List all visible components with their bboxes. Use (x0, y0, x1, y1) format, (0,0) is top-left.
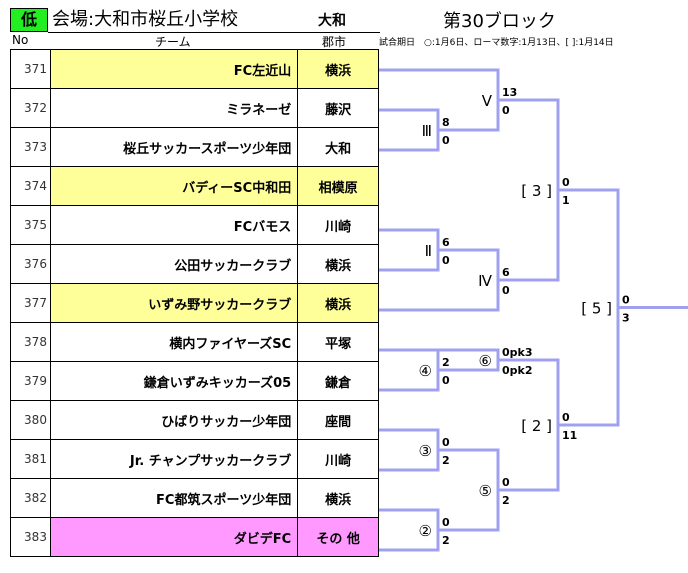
schedule-note: 試合期日 ○:1月6日、ローマ数字:1月13日、[ ]:1月14日 (379, 38, 614, 48)
match-label: ② (419, 522, 432, 540)
match-label: [ 3 ] (521, 182, 552, 200)
team-number: 382 (10, 478, 51, 518)
match-label: Ⅲ (422, 122, 432, 140)
team-number: 372 (10, 88, 51, 128)
match-label: ⑥ (479, 352, 492, 370)
score-top: 6 (442, 236, 450, 249)
team-city: 川崎 (297, 205, 379, 245)
team-name: FC都筑スポーツ少年団 (49, 478, 299, 518)
team-name: ダビデFC (49, 517, 299, 557)
team-city: その 他 (297, 517, 379, 557)
title-underline (48, 32, 380, 33)
team-city: 鎌倉 (297, 361, 379, 401)
score-bottom: 3 (622, 312, 630, 325)
team-number: 374 (10, 166, 51, 206)
match-label: Ⅴ (482, 92, 493, 110)
team-number: 383 (10, 517, 51, 557)
score-top: 0 (442, 516, 450, 529)
team-name: 公田サッカークラブ (49, 244, 299, 284)
team-city: 座間 (297, 400, 379, 440)
score-bottom: 2 (442, 534, 450, 547)
team-name: 鎌倉いずみキッカーズ05 (49, 361, 299, 401)
score-top: 2 (442, 356, 450, 369)
team-name: 横内ファイヤーズSC (49, 322, 299, 362)
score-bottom: 0 (502, 284, 510, 297)
score-bottom: 2 (502, 494, 510, 507)
team-city: 藤沢 (297, 88, 379, 128)
match-label: [ 5 ] (581, 300, 612, 318)
score-bottom: 2 (442, 454, 450, 467)
score-top: 0 (562, 411, 570, 424)
team-number: 371 (10, 49, 51, 89)
score-top: 0 (622, 294, 630, 307)
match-label: Ⅱ (425, 242, 432, 260)
team-city: 大和 (297, 127, 379, 167)
score-top: 0pk3 (502, 346, 533, 359)
score-bottom: 11 (562, 429, 577, 442)
match-label: ③ (419, 442, 432, 460)
score-top: 8 (442, 116, 450, 129)
team-name: FC左近山 (49, 49, 299, 89)
team-number: 375 (10, 205, 51, 245)
team-number: 381 (10, 439, 51, 479)
score-top: 0 (562, 176, 570, 189)
team-city: 横浜 (297, 283, 379, 323)
team-number: 376 (10, 244, 51, 284)
team-name: いずみ野サッカークラブ (49, 283, 299, 323)
column-header-no: No (12, 33, 29, 47)
team-city: 川崎 (297, 439, 379, 479)
team-name: FCバモス (49, 205, 299, 245)
team-number: 380 (10, 400, 51, 440)
team-name: バディーSC中和田 (49, 166, 299, 206)
score-bottom: 0 (442, 134, 450, 147)
column-header-team: チーム (155, 35, 191, 49)
match-label: [ 2 ] (521, 417, 552, 435)
team-city: 平塚 (297, 322, 379, 362)
team-city: 横浜 (297, 49, 379, 89)
score-bottom: 0 (442, 254, 450, 267)
venue-title: 会場:大和市桜丘小学校 (52, 9, 239, 30)
score-top: 6 (502, 266, 510, 279)
score-top: 13 (502, 86, 517, 99)
score-top: 0 (502, 476, 510, 489)
score-bottom: 0pk2 (502, 364, 533, 377)
team-city: 横浜 (297, 244, 379, 284)
match-label: Ⅳ (478, 272, 492, 290)
team-number: 378 (10, 322, 51, 362)
score-top: 0 (442, 436, 450, 449)
match-label: ④ (419, 362, 432, 380)
area-label: 大和 (318, 13, 346, 29)
block-title: 第30ブロック (443, 11, 556, 32)
column-header-city: 郡市 (322, 35, 347, 49)
score-bottom: 1 (562, 194, 570, 207)
score-bottom: 0 (502, 104, 510, 117)
score-bottom: 0 (442, 374, 450, 387)
team-name: ミラネーゼ (49, 88, 299, 128)
team-name: ひばりサッカー少年団 (49, 400, 299, 440)
team-number: 379 (10, 361, 51, 401)
level-badge: 低 (10, 8, 48, 32)
match-label: ⑤ (479, 482, 492, 500)
